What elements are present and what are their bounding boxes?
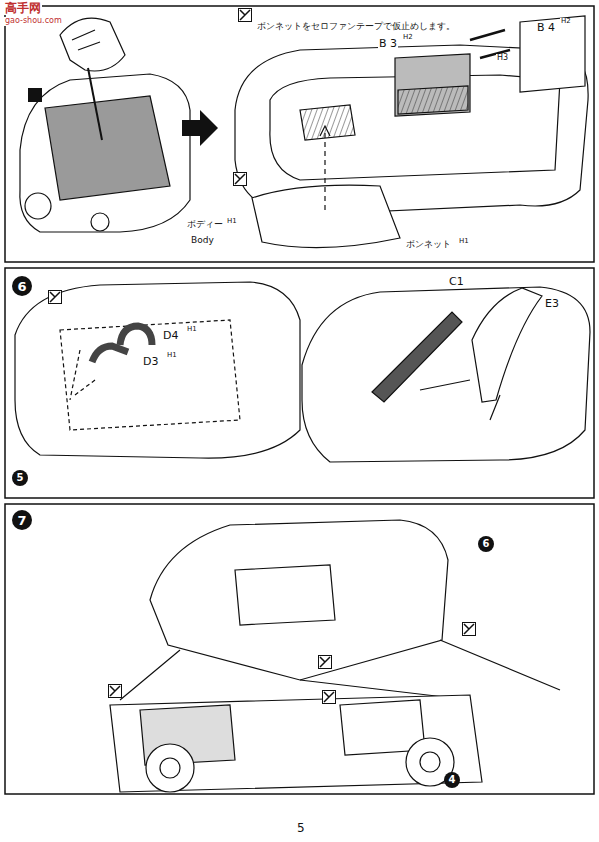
drawing-stroke	[270, 75, 560, 180]
part-label: H2	[560, 18, 572, 26]
drawing-stroke	[146, 744, 194, 792]
drawing-stroke	[372, 312, 462, 402]
drawing-stroke	[239, 9, 252, 22]
drawing-stroke	[520, 16, 585, 92]
drawing-stroke	[160, 758, 180, 778]
drawing-stroke	[420, 380, 500, 420]
part-label: E3	[544, 298, 560, 310]
drawing-stroke	[182, 110, 218, 146]
body-left	[20, 18, 190, 232]
drawing-stroke	[72, 30, 100, 50]
part-label: ボンネット	[405, 240, 452, 250]
drawing-stroke	[323, 691, 336, 704]
drawing-stroke	[110, 695, 482, 792]
body-right	[235, 16, 588, 248]
part-label: H3	[496, 54, 509, 63]
drawing-stroke	[252, 185, 400, 247]
drawing-stroke	[91, 213, 109, 231]
drawing-stroke	[25, 193, 51, 219]
part-label: ボディー	[186, 220, 224, 230]
drawing-stroke	[300, 105, 355, 140]
part-label: D4	[162, 330, 179, 342]
step-circle: 6	[478, 536, 494, 552]
drawing-stroke	[60, 320, 240, 430]
step-circle: 7	[12, 510, 32, 530]
step-number: 5	[17, 473, 24, 483]
drawing-stroke	[120, 326, 152, 345]
drawing-stroke	[320, 126, 330, 136]
drawing-stroke	[472, 288, 542, 402]
drawing-stroke	[92, 346, 128, 362]
body-interior	[15, 282, 590, 462]
step-number: 4	[449, 775, 456, 785]
drawing-stroke	[398, 86, 468, 114]
part-label: H1	[166, 352, 178, 360]
step-number: 6	[17, 280, 26, 293]
drawing-stroke	[5, 504, 594, 794]
part-label: H1	[226, 218, 238, 226]
drawing-stroke	[28, 88, 42, 102]
drawing-stroke	[70, 350, 95, 400]
part-label: H1	[458, 238, 470, 246]
part-label: ボンネットをセロファンテープで仮止めします。	[256, 22, 456, 32]
part-label: 5	[296, 822, 306, 835]
drawing-stroke	[463, 623, 476, 636]
drawing-stroke	[319, 656, 332, 669]
part-label: B 4	[536, 22, 556, 34]
drawing-stroke	[15, 282, 300, 458]
panel-frames	[5, 6, 594, 794]
drawing-stroke	[109, 685, 122, 698]
drawing-stroke	[302, 287, 590, 462]
step-circle: 6	[12, 276, 32, 296]
drawing-stroke	[150, 520, 448, 680]
part-label: B 3	[378, 38, 398, 50]
drawing-stroke	[235, 565, 335, 625]
drawing-stroke	[324, 130, 325, 210]
drawing-stroke	[45, 96, 170, 200]
glue-icons	[49, 9, 476, 704]
drawing-stroke	[20, 74, 190, 232]
drawing-stroke	[395, 54, 470, 116]
part-label: 高手网	[4, 2, 42, 15]
step-circle: 4	[444, 772, 460, 788]
part-label: H1	[186, 326, 198, 334]
drawing-stroke	[120, 640, 560, 700]
part-label: C1	[448, 276, 465, 288]
part-label: D3	[142, 356, 159, 368]
drawing-stroke	[234, 173, 247, 186]
assembly	[110, 520, 560, 792]
drawing-stroke	[49, 291, 62, 304]
step-number: 6	[483, 539, 490, 549]
step-number: 7	[17, 514, 26, 527]
drawing-stroke	[420, 752, 440, 772]
drawing-stroke	[60, 18, 125, 71]
part-label: Body	[190, 236, 215, 246]
drawing-stroke	[88, 68, 102, 140]
part-label: gao-shou.com	[4, 17, 63, 26]
drawing-stroke	[5, 268, 594, 498]
part-label: H2	[402, 34, 414, 42]
drawing-stroke	[5, 6, 594, 262]
step-circle: 5	[12, 470, 28, 486]
